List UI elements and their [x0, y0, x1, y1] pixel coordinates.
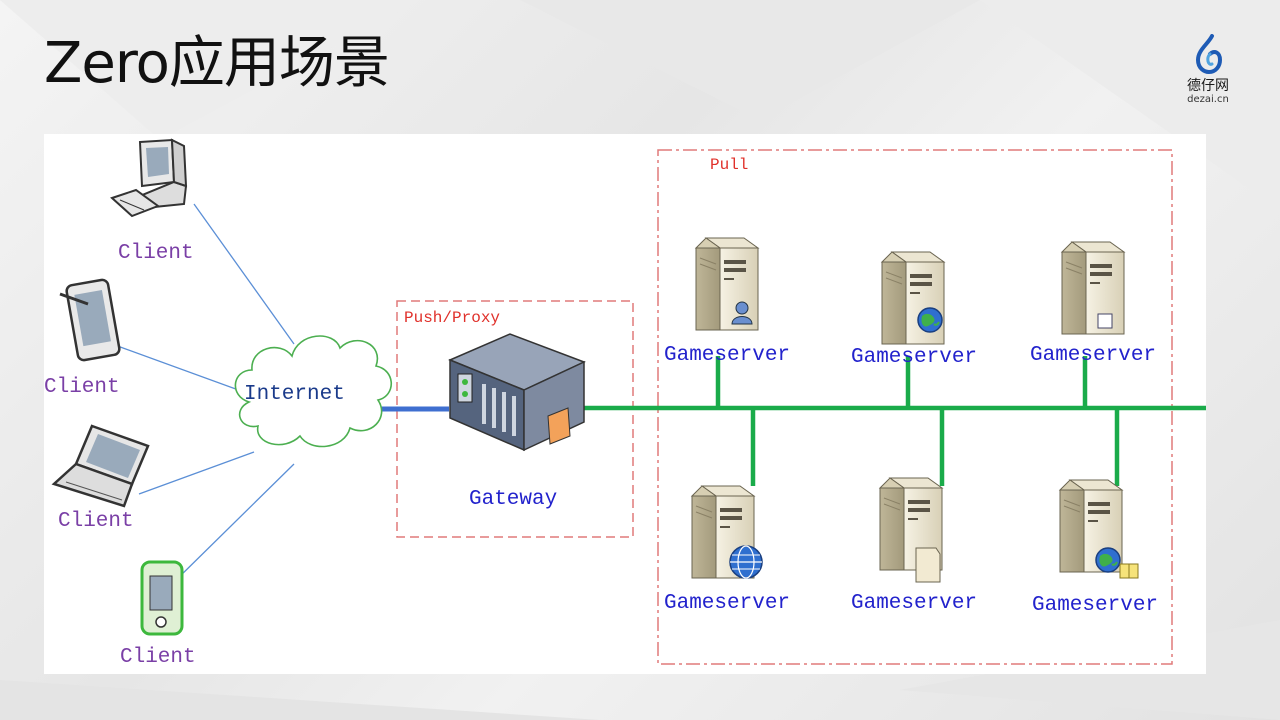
client-label: Client — [118, 242, 194, 265]
proxy-group-box — [396, 300, 634, 538]
package-icon — [1119, 563, 1139, 579]
page-title: Zero应用场景 — [44, 31, 390, 96]
window-icon — [1097, 313, 1113, 329]
user-icon — [731, 301, 753, 325]
brand-logo-icon — [1195, 34, 1223, 75]
globe-icon — [1095, 547, 1121, 573]
proxy-group-label: Push/Proxy — [404, 309, 500, 327]
internet-label: Internet — [244, 383, 345, 406]
gameserver-label: Gameserver — [851, 592, 977, 615]
laptop-icon — [51, 424, 150, 508]
gameserver-node — [879, 477, 943, 583]
diagram-canvas: Push/Proxy Pull Internet Client — [44, 138, 1206, 669]
client-tablet: Client — [44, 278, 121, 399]
client-label: Client — [44, 376, 120, 399]
gameserver-node — [1061, 241, 1125, 335]
server-icon — [695, 237, 759, 331]
pull-group-label: Pull — [710, 156, 748, 174]
architecture-diagram: Push/Proxy Pull Internet Client — [44, 134, 1206, 674]
server-icon — [1061, 241, 1125, 335]
client-links — [111, 203, 295, 585]
globe-icon — [729, 545, 763, 579]
gameserver-label: Gameserver — [851, 346, 977, 369]
gameserver-node — [695, 237, 759, 331]
globe-icon — [917, 307, 943, 333]
phone-icon — [140, 560, 184, 636]
internet-cloud: Internet — [234, 335, 392, 448]
gateway-node: Gateway — [448, 333, 586, 511]
brand-domain: dezai.cn — [1187, 94, 1229, 105]
gateway-icon — [448, 333, 586, 452]
client-label: Client — [120, 646, 196, 669]
gameserver-label: Gameserver — [664, 344, 790, 367]
client-label: Client — [58, 510, 134, 533]
client-phone: Client — [120, 560, 196, 669]
client-laptop: Client — [51, 424, 150, 533]
gameserver-label: Gameserver — [1030, 344, 1156, 367]
folder-icon — [915, 547, 941, 583]
brand-logo: 德仔网 dezai.cn — [1178, 34, 1238, 106]
server-bus — [582, 356, 1206, 486]
client-desktop: Client — [110, 138, 194, 265]
gameserver-node — [881, 251, 945, 345]
gateway-label: Gateway — [469, 488, 557, 511]
gameserver-label: Gameserver — [664, 592, 790, 615]
gameserver-label: Gameserver — [1032, 594, 1158, 617]
desktop-icon — [110, 138, 188, 218]
tablet-icon — [59, 278, 121, 362]
gameserver-node — [691, 485, 763, 579]
brand-name: 德仔网 — [1187, 78, 1229, 94]
gameserver-node — [1059, 479, 1139, 579]
